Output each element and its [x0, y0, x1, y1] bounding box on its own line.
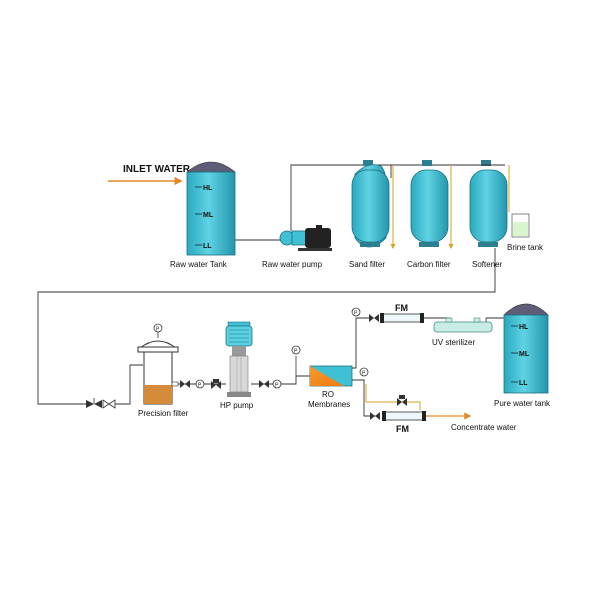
pressure-gauge-pf: P — [195, 379, 205, 389]
membranes-label: Membranes — [308, 400, 350, 409]
level-ll: LL — [203, 243, 212, 250]
sand-filter-label: Sand filter — [349, 260, 385, 269]
level-ml: ML — [203, 212, 214, 219]
level-hl: HL — [519, 324, 529, 331]
fm-top-label: FM — [395, 303, 408, 313]
fm-bottom-label: FM — [396, 424, 409, 434]
pressure-gauge-permeate: P — [351, 307, 361, 317]
valve-permeate — [369, 314, 379, 322]
hp-pump — [225, 321, 253, 397]
ro-label: RO — [322, 390, 334, 399]
pressure-gauge-icon — [195, 379, 205, 389]
pipe-recirculation — [365, 384, 421, 410]
pressure-gauge-ro-inlet: P — [291, 345, 301, 355]
pressure-gauge-icon — [272, 379, 282, 389]
brine-tank — [511, 213, 530, 238]
flow-meter-top — [380, 313, 424, 323]
level-hl: HL — [203, 185, 213, 192]
svg-text:P: P — [362, 371, 366, 377]
raw-water-tank: HL ML LL — [186, 161, 236, 256]
ro-membranes — [309, 365, 353, 387]
svg-text:P: P — [156, 327, 160, 333]
pressure-gauge-hp: P — [272, 379, 282, 389]
raw-water-tank-body — [186, 171, 236, 256]
flow-meter-bottom — [382, 411, 426, 421]
pressure-gauge-icon — [291, 345, 301, 355]
valve-left-2 — [102, 399, 116, 409]
pressure-gauge-icon — [351, 307, 361, 317]
carbon-filter — [410, 160, 449, 247]
pipe-return-loop — [37, 248, 496, 405]
valve-concentrate — [370, 412, 380, 420]
raw-water-tank-label: Raw water Tank — [170, 260, 228, 269]
uv-sterilizer-label: UV sterilizer — [432, 338, 475, 347]
raw-water-tank-dome — [186, 161, 236, 173]
pipe-pump-to-filters — [290, 164, 470, 231]
brine-tank-label: Brine tank — [507, 243, 544, 252]
pressure-gauge-icon — [359, 367, 369, 377]
hp-pump-label: HP pump — [220, 401, 254, 410]
raw-water-pump — [279, 225, 332, 251]
pure-water-tank: HL ML LL — [503, 303, 549, 394]
precision-filter-label: Precision filter — [138, 409, 189, 418]
concentrate-water-label: Concentrate water — [451, 423, 517, 432]
valve-hp — [259, 380, 269, 388]
svg-text:P: P — [275, 383, 279, 389]
softener-label: Softener — [472, 260, 503, 269]
valve-pf-1 — [180, 380, 190, 388]
precision-filter: P — [137, 323, 179, 405]
svg-text:P: P — [354, 311, 358, 317]
carbon-filter-label: Carbon filter — [407, 260, 451, 269]
pure-water-tank-dome — [503, 303, 549, 316]
sand-filter — [351, 160, 390, 248]
valve-left-1 — [86, 398, 102, 408]
valve-pf-2 — [211, 379, 221, 389]
pure-water-tank-body — [503, 314, 549, 394]
level-ll: LL — [519, 380, 528, 387]
raw-water-pump-label: Raw water pump — [262, 260, 323, 269]
pure-water-tank-label: Pure water tank — [494, 399, 551, 408]
level-ml: ML — [519, 351, 530, 358]
svg-text:P: P — [198, 383, 202, 389]
softener — [469, 160, 508, 247]
uv-sterilizer — [433, 317, 493, 333]
valve-recirc — [397, 395, 407, 406]
svg-text:P: P — [294, 349, 298, 355]
inlet-water-label: INLET WATER — [123, 164, 191, 175]
pressure-gauge-concentrate: P — [359, 367, 369, 377]
